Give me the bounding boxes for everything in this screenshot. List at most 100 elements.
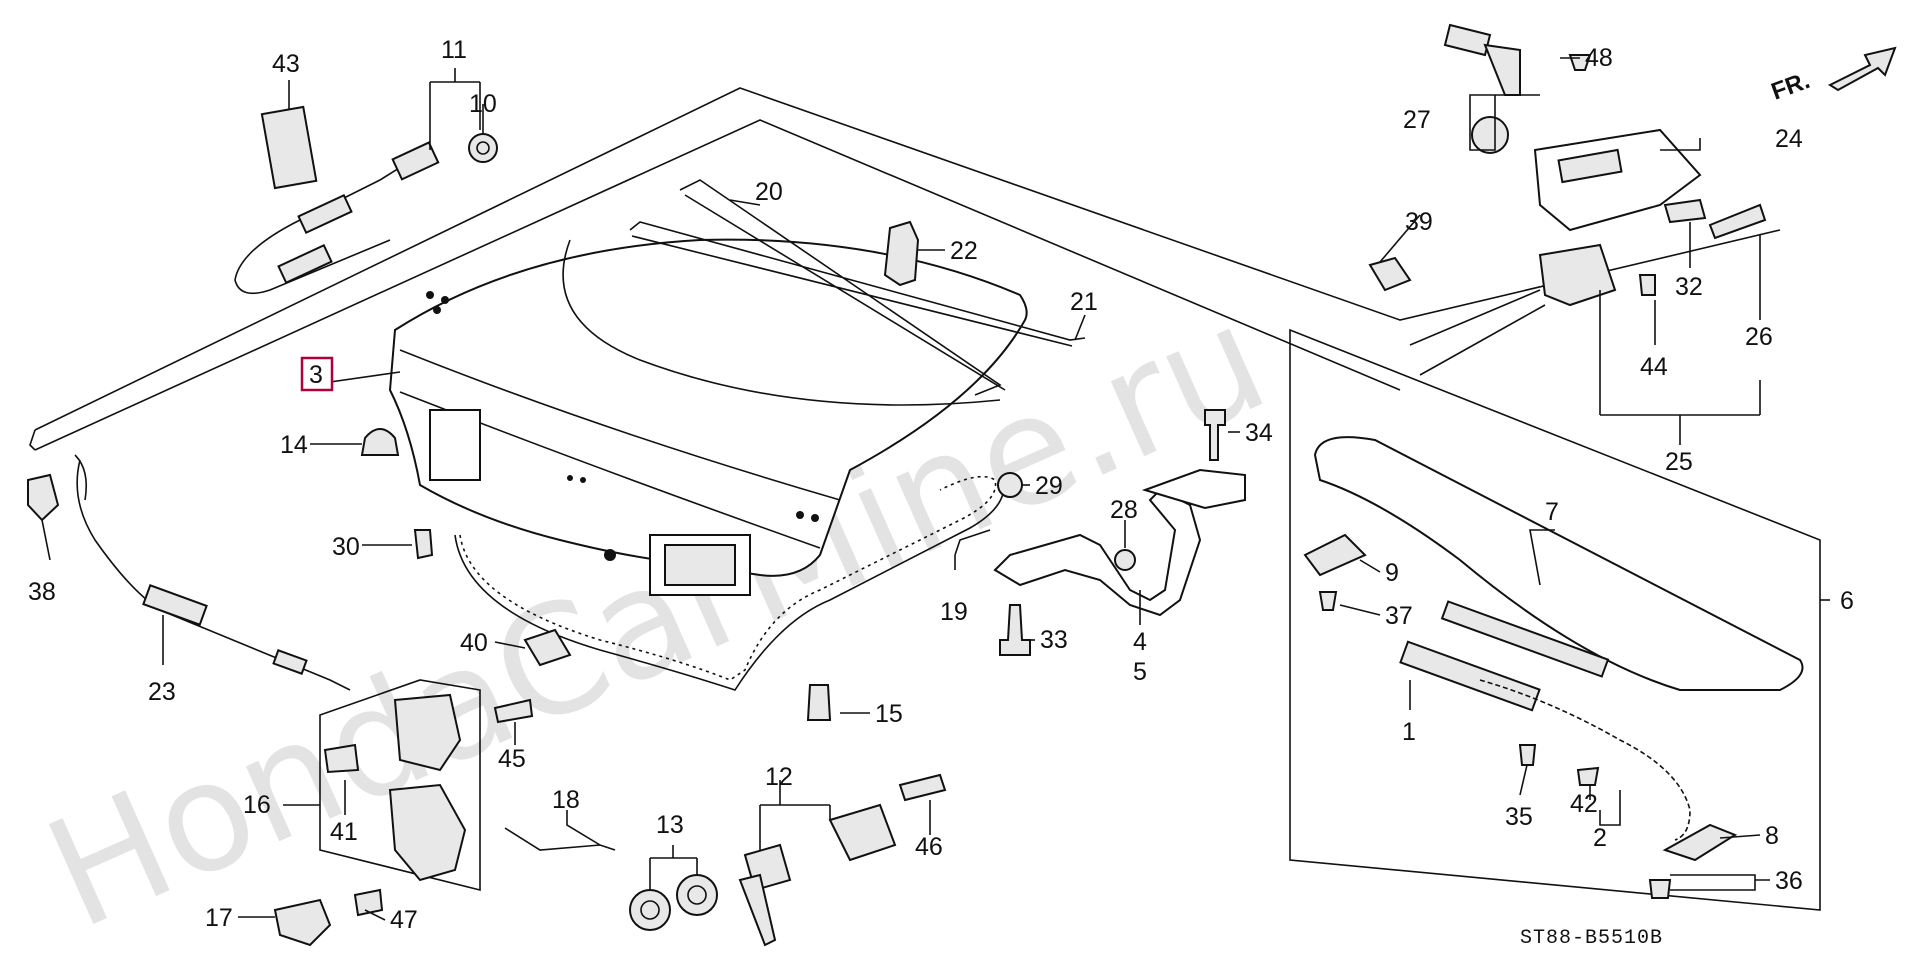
callout-45[interactable]: 45 [498,745,526,773]
plate-26 [1708,203,1767,240]
nut-29 [997,472,1023,498]
callout-43[interactable]: 43 [272,50,300,78]
cushion-40 [523,628,572,667]
callout-21[interactable]: 21 [1070,288,1098,316]
striker-17 [273,898,332,947]
callout-44[interactable]: 44 [1640,353,1668,381]
callout-20[interactable]: 20 [755,178,783,206]
grommet-35 [1518,744,1537,766]
callout-3[interactable]: 3 [309,361,323,389]
callout-35[interactable]: 35 [1505,803,1533,831]
cylinder-13a [629,889,671,931]
clip-36 [1648,879,1672,899]
callout-1[interactable]: 1 [1402,718,1416,746]
key-27 [1443,23,1492,57]
callout-24[interactable]: 24 [1775,125,1803,153]
grommet-10 [468,133,498,163]
rod-25 [1409,289,1546,376]
callout-48[interactable]: 48 [1585,44,1613,72]
lock-bracket-12 [828,803,897,862]
pad-9 [1303,533,1367,577]
callout-17[interactable]: 17 [205,904,233,932]
callout-27[interactable]: 27 [1403,106,1431,134]
callout-47[interactable]: 47 [390,906,418,934]
spoiler-group-box [1289,328,1821,911]
callout-36[interactable]: 36 [1775,867,1803,895]
callout-12[interactable]: 12 [765,763,793,791]
callout-14[interactable]: 14 [280,431,308,459]
pad-43 [260,105,318,190]
callout-2[interactable]: 2 [1593,824,1607,852]
callout-22[interactable]: 22 [950,237,978,265]
callout-3-highlight[interactable] [300,356,334,392]
actuator-25 [1538,243,1617,307]
cylinder-27 [1471,116,1509,154]
callout-19[interactable]: 19 [940,598,968,626]
callout-18[interactable]: 18 [552,786,580,814]
bolt-34 [1204,409,1226,461]
callout-33[interactable]: 33 [1040,626,1068,654]
trunk-lid [388,238,1028,596]
callout-38[interactable]: 38 [28,578,56,606]
callout-26[interactable]: 26 [1745,323,1773,351]
latch-striker [388,783,467,882]
cylinder-13b [676,874,718,916]
callout-13[interactable]: 13 [656,811,684,839]
callout-9[interactable]: 9 [1385,559,1399,587]
weatherstrip [459,475,997,681]
callout-37[interactable]: 37 [1385,602,1413,630]
callout-23[interactable]: 23 [148,678,176,706]
clip-41 [323,743,360,774]
bolt-33 [999,604,1031,656]
callout-7[interactable]: 7 [1545,498,1559,526]
latch-16 [393,693,462,772]
clip-39 [1368,256,1412,292]
key-12 [738,873,777,947]
release-cable-23 [76,459,351,691]
stopper-15 [806,684,832,721]
callout-39[interactable]: 39 [1405,208,1433,236]
callout-16[interactable]: 16 [243,791,271,819]
callout-29[interactable]: 29 [1035,472,1063,500]
callout-25[interactable]: 25 [1665,448,1693,476]
callout-32[interactable]: 32 [1675,273,1703,301]
callout-labels: 43 11 10 3 14 30 38 23 40 15 45 16 41 18… [28,36,1854,934]
bracket-22 [883,220,920,287]
callout-6[interactable]: 6 [1840,587,1854,615]
callout-34[interactable]: 34 [1245,419,1273,447]
callout-28[interactable]: 28 [1110,496,1138,524]
callout-42[interactable]: 42 [1570,790,1598,818]
callout-11[interactable]: 11 [441,36,467,64]
clip-42 [1576,766,1600,786]
pad-8 [1662,823,1738,862]
callout-5[interactable]: 5 [1133,658,1147,686]
clip-37 [1318,591,1338,611]
callout-41[interactable]: 41 [330,818,358,846]
light-bar [1440,600,1610,678]
callout-8[interactable]: 8 [1765,822,1779,850]
callout-40[interactable]: 40 [460,629,488,657]
callout-15[interactable]: 15 [875,700,903,728]
callout-10[interactable]: 10 [469,90,497,118]
bolt-44 [1638,274,1656,296]
plug-30 [413,529,434,560]
clip-38 [27,473,60,522]
rod-18 [504,827,616,851]
bolt-46 [898,773,947,802]
callout-4[interactable]: 4 [1133,628,1147,656]
spoiler-7 [1313,436,1804,691]
bumper-14 [360,428,400,456]
bolt-45 [493,698,534,724]
front-arrow-icon [1827,46,1897,92]
callout-30[interactable]: 30 [332,533,360,561]
diagram-code: ST88-B5510B [1520,927,1663,950]
front-label: FR. [1768,67,1814,106]
callout-46[interactable]: 46 [915,833,943,861]
torsion-bar-2 [631,194,1073,391]
latch-group-box [319,679,481,892]
torsion-bar [629,179,1086,396]
light-1 [1399,640,1541,712]
opener-cable-11 [234,154,421,295]
light-24 [1533,128,1702,232]
